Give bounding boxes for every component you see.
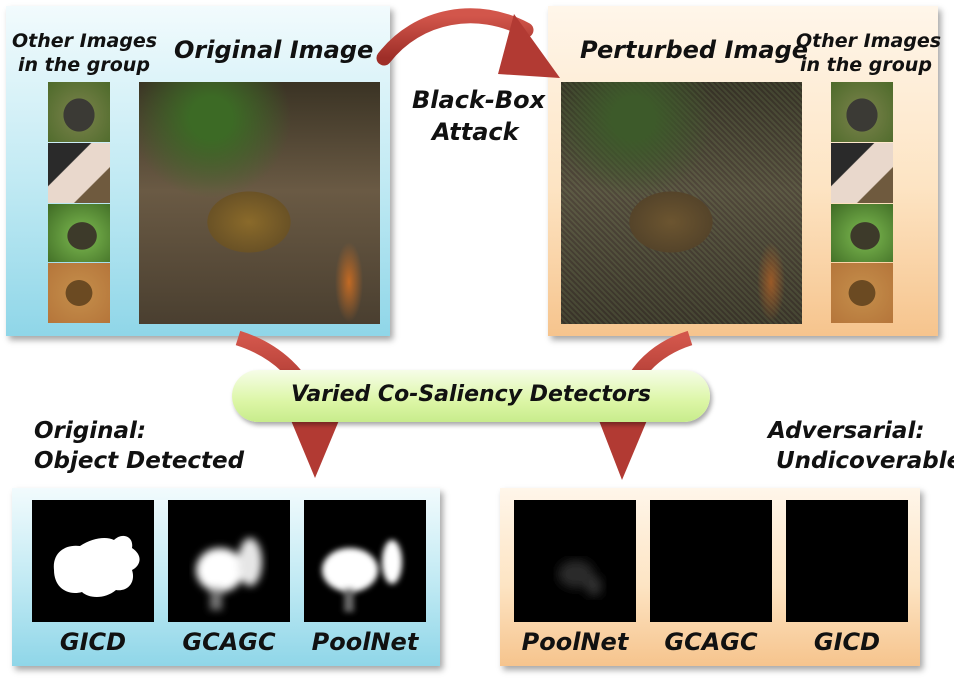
perturbed-group-thumbnail-turtle-orange <box>831 263 893 323</box>
original-others-label-line2: in the group <box>18 54 150 76</box>
original-result-heading-line1: Original: <box>34 418 147 444</box>
group-thumbnail-turtle-1 <box>48 82 110 142</box>
adversarial-method-label-2: GCAGC <box>664 628 758 656</box>
attack-label-line1: Black-Box <box>412 86 546 114</box>
poolnet-adversarial-mask <box>514 500 636 622</box>
attack-label-line2: Attack <box>432 118 519 146</box>
adversarial-method-label-1: PoolNet <box>521 628 629 656</box>
original-method-label-2: GCAGC <box>182 628 276 656</box>
poolnet-original-mask <box>304 500 426 622</box>
gicd-original-mask <box>32 500 154 622</box>
group-thumbnail-turtle-orange <box>48 263 110 323</box>
perturbed-turtle-photo <box>561 82 802 324</box>
original-result-heading-line2: Object Detected <box>34 448 245 474</box>
perturbed-group-thumbnail-turtle-1 <box>831 82 893 142</box>
perturbed-group-thumbnail-hand-turtle <box>831 143 893 203</box>
group-thumbnail-hand-turtle <box>48 143 110 203</box>
original-turtle-photo <box>139 82 380 324</box>
adversarial-method-label-3: GICD <box>813 628 881 656</box>
perturbed-others-label-line1: Other Images <box>796 30 942 52</box>
gcagc-original-mask <box>168 500 290 622</box>
gcagc-adversarial-mask <box>650 500 772 622</box>
original-method-label-1: GICD <box>59 628 127 656</box>
black-box-attack-arrow <box>376 8 560 78</box>
perturbed-others-label-line2: in the group <box>800 54 932 76</box>
perturbed-group-thumbnail-turtle-grass <box>831 204 893 262</box>
adversarial-result-heading-line2: Undicoverable <box>776 448 954 474</box>
group-thumbnail-turtle-grass <box>48 204 110 262</box>
original-others-label-line1: Other Images <box>12 30 158 52</box>
co-saliency-detectors-pill <box>232 370 710 422</box>
original-image-title: Original Image <box>174 36 374 64</box>
perturbed-image-title: Perturbed Image <box>580 36 809 64</box>
co-saliency-detectors-label: Varied Co-Saliency Detectors <box>291 382 651 407</box>
adversarial-result-heading-line1: Adversarial: <box>768 418 925 444</box>
gicd-adversarial-mask <box>786 500 908 622</box>
original-method-label-3: PoolNet <box>311 628 419 656</box>
